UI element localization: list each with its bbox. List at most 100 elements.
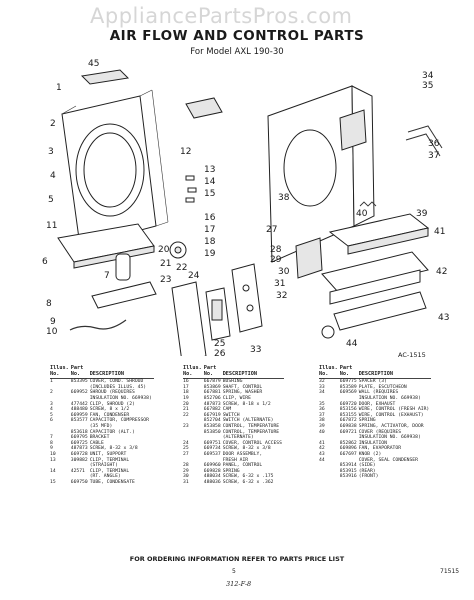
cell-description: DOOR ASSEMBLY, FRESH AIR: [222, 451, 263, 463]
cell-description: FAN, CONDENSER: [89, 412, 130, 418]
control-wires: [405, 125, 443, 157]
cell-description: SCREW, 8-32 x 3/8: [89, 446, 138, 452]
base-pan: [57, 223, 155, 269]
cell-description: CONTROL, TEMPERATURE: [222, 423, 280, 429]
ordering-note: FOR ORDERING INFORMATION REFER TO PARTS …: [129, 555, 345, 563]
cell-part-no: 669896: [339, 446, 357, 452]
callout-32: 32: [276, 291, 287, 301]
table-row: 853916(FRONT): [319, 474, 431, 480]
callout-7: 7: [104, 271, 110, 281]
cell-part-no: 487873: [70, 446, 88, 452]
callout-27: 27: [266, 225, 277, 235]
callout-26: 26: [214, 349, 226, 356]
cell-illus-no: 7: [50, 435, 53, 441]
callout-45: 45: [88, 59, 99, 69]
control-panel: [171, 281, 207, 356]
callout-16: 16: [204, 213, 216, 223]
fan-cam: [169, 241, 187, 259]
callout-8: 8: [46, 299, 52, 309]
callout-4: 4: [50, 171, 56, 181]
top-bracket: [185, 97, 223, 119]
cell-description: CABLE: [89, 440, 104, 446]
cell-illus-no: 6: [50, 418, 53, 424]
cell-part-no: 853618: [70, 429, 88, 435]
control-cover: [231, 263, 263, 333]
callout-15: 15: [204, 189, 215, 199]
cell-illus-no: 15: [50, 479, 56, 485]
callout-24: 24: [188, 271, 200, 281]
callout-38: 38: [278, 193, 290, 203]
callout-17: 17: [204, 225, 215, 235]
knob: [321, 325, 335, 339]
callout-13: 13: [204, 165, 215, 175]
door-spring: [359, 201, 377, 207]
cell-part-no: 669952: [70, 390, 88, 396]
callout-19: 19: [204, 249, 216, 259]
cell-description: (REAR): [358, 468, 376, 474]
cell-illus-no: 4: [50, 407, 53, 413]
cell-description: PANEL, CONTROL: [222, 463, 263, 469]
exhaust-door: [339, 109, 367, 151]
cell-illus-no: 25: [183, 446, 189, 452]
callout-35: 35: [422, 81, 433, 91]
cell-description: SHROUD (REQUIRES INSULATION NO. 669938): [89, 390, 152, 401]
cell-part-no: 477442: [70, 401, 88, 407]
cell-part-no: 853915: [339, 468, 357, 474]
cell-illus-no: 20: [183, 401, 189, 407]
callout-21: 21: [160, 259, 171, 269]
callout-40: 40: [356, 209, 368, 219]
cell-part-no: 853589: [339, 384, 357, 390]
callout-43: 43: [438, 313, 449, 323]
cell-description: CLIP, WIRE: [222, 395, 251, 401]
callout-29: 29: [270, 255, 282, 265]
cell-illus-no: 22: [183, 412, 189, 418]
callout-6: 6: [42, 257, 48, 267]
cell-illus-no: 13: [50, 457, 56, 463]
cell-part-no: 669775: [339, 379, 357, 385]
cell-description: SCREW, 8-18 x 1/2: [222, 401, 271, 407]
cell-part-no: 669960: [203, 463, 221, 469]
cell-description: WIRE, CONTROL (FRESH AIR): [358, 407, 430, 413]
cell-description: DOOR, EXHAUST: [358, 401, 396, 407]
condenser-shroud: [61, 89, 169, 247]
cell-part-no: 669728: [70, 451, 88, 457]
cell-illus-no: 44: [319, 457, 325, 463]
cell-part-no: 669838: [339, 423, 357, 429]
page-number: 5: [232, 568, 236, 575]
cell-part-no: 853858: [203, 423, 221, 429]
callout-5: 5: [48, 195, 54, 205]
cell-illus-no: 42: [319, 446, 325, 452]
cell-description: CAM: [222, 407, 232, 413]
callout-12: 12: [180, 147, 191, 157]
cell-description: SCREW, 6-32 x .362: [222, 479, 274, 485]
cell-part-no: 488480: [70, 407, 88, 413]
cell-illus-no: 18: [183, 390, 189, 396]
callout-25: 25: [214, 339, 225, 349]
cell-description: (FRONT): [358, 474, 379, 480]
cell-illus-no: 40: [319, 429, 325, 435]
cell-illus-no: 9: [50, 446, 53, 452]
callout-1: 1: [56, 83, 62, 93]
reference-number: 71515: [440, 568, 460, 575]
cell-description: COVER (REQUIRES INSULATION NO. 669938): [358, 429, 421, 441]
callout-28: 28: [270, 245, 282, 255]
cell-description: SCREW, 8 x 1/2: [89, 407, 130, 413]
cell-description: SHAFT, CONTROL: [222, 384, 263, 390]
